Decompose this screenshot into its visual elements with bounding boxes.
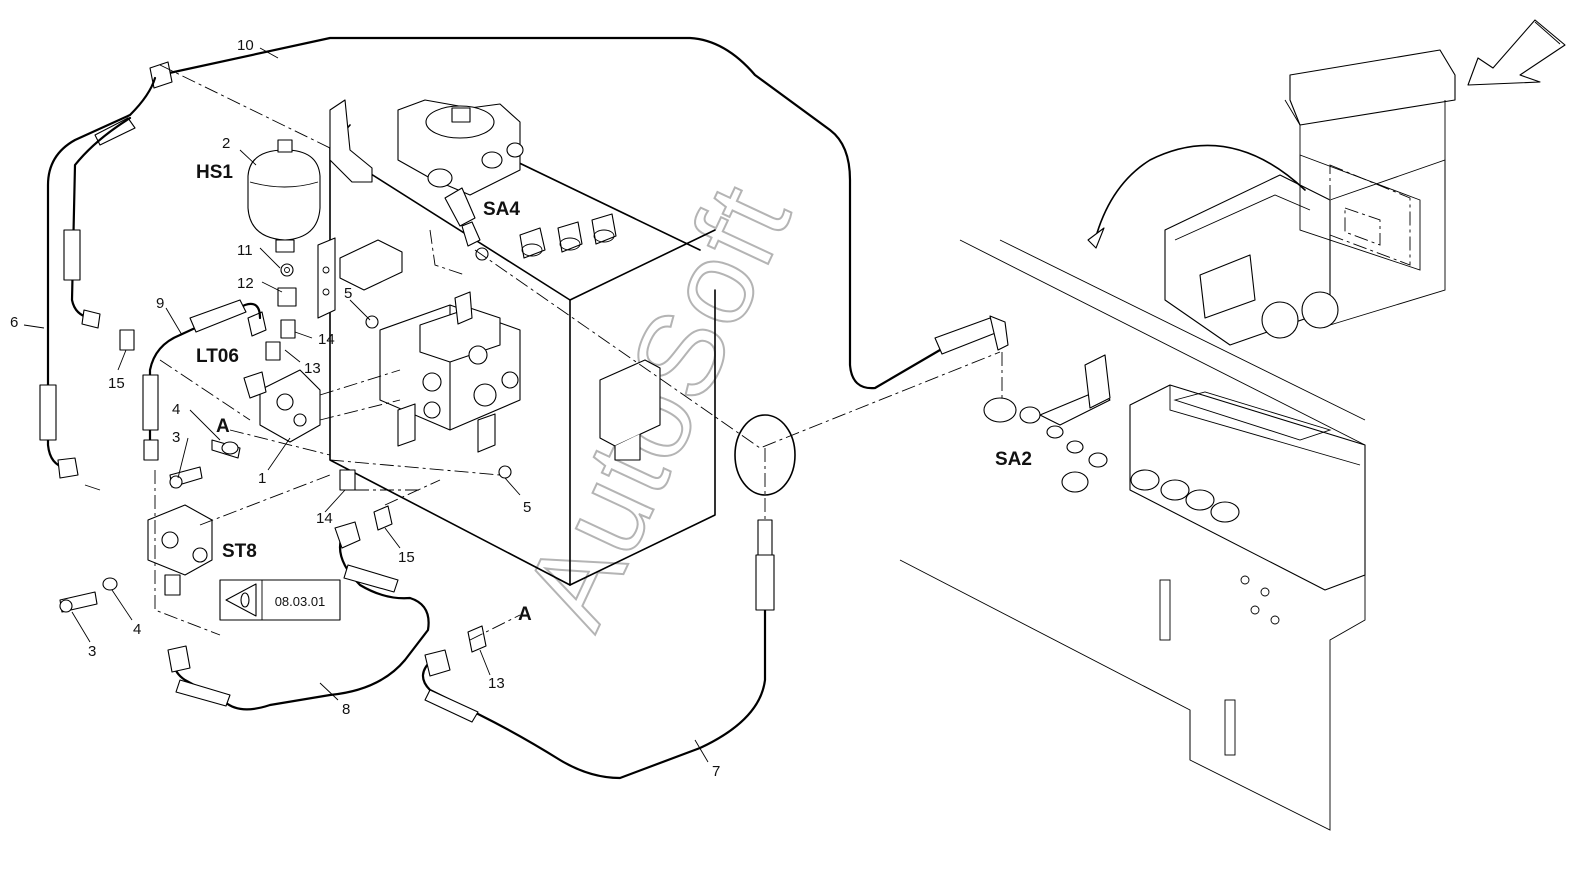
st8-block [59, 504, 213, 613]
direction-arrow-icon [1467, 19, 1566, 86]
assembly-code-sa2: SA2 [995, 449, 1032, 470]
section-markers: A A [216, 416, 532, 625]
part-number-14-upper: 14 [318, 331, 335, 348]
part-number-labels: 10 2 11 12 14 13 9 6 15 4 3 1 5 5 14 15 … [10, 37, 720, 780]
part-number-4-lower: 4 [133, 621, 141, 638]
hoses [39, 36, 1009, 780]
eye-view-icon [225, 583, 257, 617]
part-number-14-lower: 14 [316, 510, 333, 527]
part-number-2: 2 [222, 135, 230, 152]
part-number-5-upper: 5 [344, 285, 352, 302]
part-number-15-left: 15 [108, 375, 125, 392]
assembly-code-lt06: LT06 [196, 346, 239, 367]
part-number-13-lower: 13 [488, 675, 505, 692]
reference-box: 08.03.01 [219, 579, 341, 621]
part-number-1: 1 [258, 470, 266, 487]
assembly-code-hs1: HS1 [196, 162, 233, 183]
section-marker-a-lower: A [518, 604, 532, 625]
part-number-3-lower: 3 [88, 643, 96, 660]
fittings-lower [119, 315, 512, 653]
right-panel-sa2 [899, 239, 1366, 831]
leader-lines [23, 47, 709, 763]
part-number-4-upper: 4 [172, 401, 180, 418]
part-number-11: 11 [237, 242, 253, 259]
assembly-code-sa4: SA4 [483, 199, 520, 220]
section-marker-a-upper: A [216, 416, 230, 437]
centerlines [154, 64, 1003, 641]
reference-label: 08.03.01 [275, 594, 326, 609]
assembly-code-labels: HS1 SA4 LT06 ST8 SA2 [196, 162, 1032, 562]
assembly-code-st8: ST8 [222, 541, 257, 562]
fittings-left-cluster [247, 263, 297, 361]
part-number-13-upper: 13 [304, 360, 321, 377]
part-number-6: 6 [10, 314, 18, 331]
part-number-3-upper: 3 [172, 429, 180, 446]
top-valve-cluster [329, 99, 617, 261]
lt06-block [169, 369, 321, 489]
part-number-12: 12 [237, 275, 254, 292]
part-number-9: 9 [156, 295, 164, 312]
part-number-7: 7 [712, 763, 720, 780]
part-number-15-lower: 15 [398, 549, 415, 566]
machine-overview [1087, 49, 1456, 346]
section-ring [734, 414, 796, 496]
part-number-10: 10 [237, 37, 254, 54]
part-number-8: 8 [342, 701, 350, 718]
accumulator-hs1 [247, 139, 321, 253]
part-number-5-lower: 5 [523, 499, 531, 516]
central-valve-block [379, 291, 521, 453]
